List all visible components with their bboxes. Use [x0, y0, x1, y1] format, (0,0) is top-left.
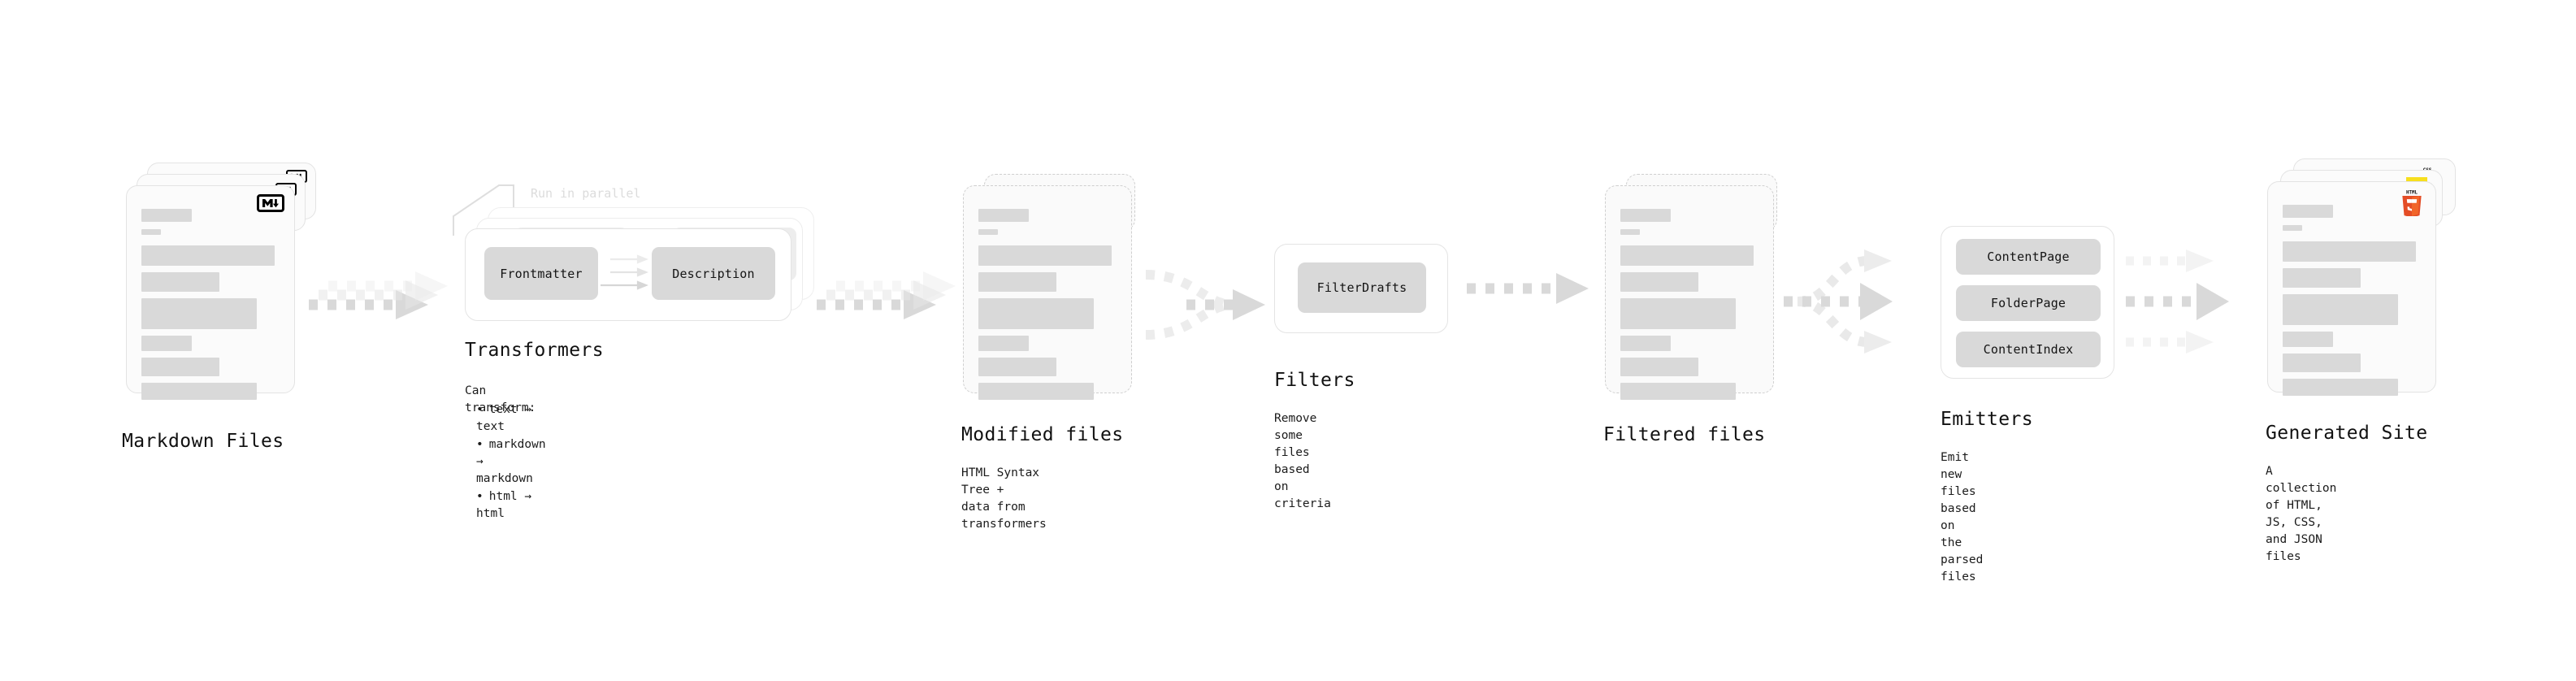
- arrow-markdown-to-transformers: [309, 271, 448, 319]
- transformer-internal-arrows: [601, 254, 648, 290]
- filtered-sheet-front: [1605, 185, 1774, 400]
- document-placeholder-lines: [978, 209, 1118, 400]
- markdown-icon: [257, 194, 284, 212]
- document-placeholder-lines: [141, 209, 281, 400]
- emitter-chip-folderpage[interactable]: FolderPage: [1956, 285, 2101, 321]
- arrow-filters-to-filtered: [1467, 273, 1589, 304]
- list-item: html → html: [476, 488, 546, 523]
- document-placeholder-lines: [2283, 205, 2422, 396]
- svg-text:HTML: HTML: [2406, 190, 2418, 195]
- list-item: text → text: [476, 401, 546, 436]
- emitter-chip-contentindex[interactable]: ContentIndex: [1956, 332, 2101, 367]
- stage-title-transformers: Transformers: [465, 340, 604, 361]
- filter-chip-filterdrafts[interactable]: FilterDrafts: [1298, 262, 1426, 313]
- stage-subtitle-emitters: Emit new files based on the parsed files: [1941, 451, 1984, 584]
- stage-title-filters: Filters: [1274, 370, 1355, 391]
- emitters-box: ContentPage FolderPage ContentIndex: [1941, 226, 2114, 379]
- site-sheet-front: HTML: [2267, 181, 2436, 396]
- filtered-file-stack: [1605, 163, 1795, 406]
- filters-box: FilterDrafts: [1274, 244, 1448, 333]
- transformer-chip-frontmatter[interactable]: Frontmatter: [484, 247, 598, 300]
- arrow-filtered-to-emitters: [1784, 249, 1893, 354]
- parallel-brace-icon: [453, 184, 514, 236]
- stage-title-modified-files: Modified files: [961, 424, 1124, 445]
- stage-subtitle-generated-site: A collection of HTML, JS, CSS, and JSON …: [2266, 465, 2337, 564]
- transformers-capability-list: text → text markdown → markdown html → h…: [465, 401, 546, 523]
- stage-title-filtered-files: Filtered files: [1603, 424, 1766, 445]
- emitter-chip-contentpage[interactable]: ContentPage: [1956, 239, 2101, 275]
- modified-file-stack: [963, 163, 1153, 406]
- stage-subtitle-filters: Remove some files based on criteria: [1274, 412, 1331, 511]
- modified-sheet-front: [963, 185, 1132, 400]
- markdown-file-stack: [126, 163, 316, 400]
- transformer-chip-description[interactable]: Description: [652, 247, 775, 300]
- generated-site-file-stack: CSS HTML: [2267, 158, 2462, 402]
- arrow-transformers-to-modified: [817, 271, 956, 319]
- stage-title-emitters: Emitters: [1941, 409, 2033, 430]
- document-placeholder-lines: [1620, 209, 1760, 400]
- run-in-parallel-label: Run in parallel: [531, 186, 641, 201]
- stage-title-generated-site: Generated Site: [2266, 423, 2428, 444]
- stage-title-markdown-files: Markdown Files: [122, 431, 284, 452]
- markdown-sheet-front: [126, 185, 295, 400]
- arrow-modified-to-filters: [1145, 270, 1265, 340]
- stage-subtitle-modified-files: HTML Syntax Tree + data from transformer…: [961, 466, 1047, 531]
- html5-icon: HTML: [2400, 189, 2424, 219]
- list-item: markdown → markdown: [476, 436, 546, 488]
- arrow-emitters-to-site: [2126, 249, 2229, 354]
